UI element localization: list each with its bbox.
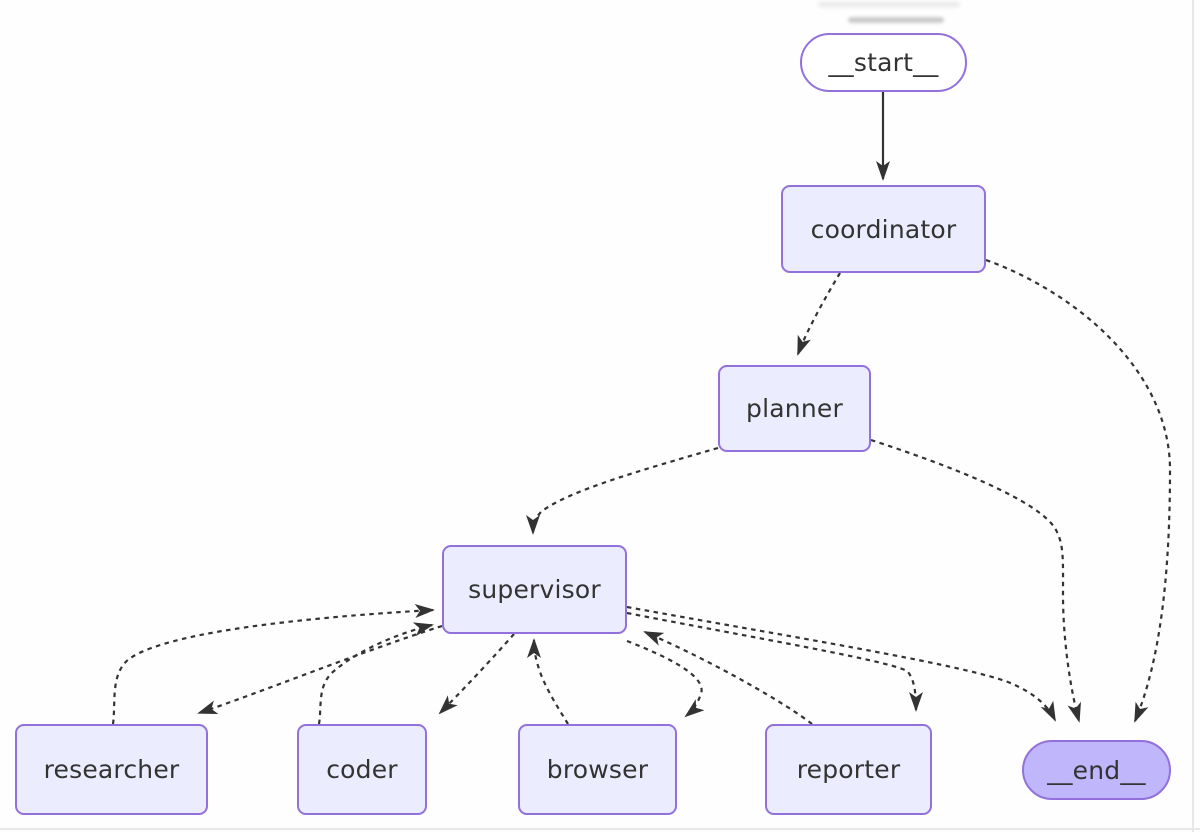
edge-supervisor-to-coder xyxy=(438,633,515,715)
node-reporter: reporter xyxy=(765,724,932,815)
edge-researcher-to-supervisor xyxy=(111,604,435,725)
edge-group xyxy=(111,92,1172,725)
node-coordinator: coordinator xyxy=(781,185,986,273)
node-supervisor: supervisor xyxy=(442,545,627,634)
node-coder: coder xyxy=(297,724,427,815)
edge-reporter-to-supervisor xyxy=(643,630,813,725)
edge-coder-to-supervisor xyxy=(317,622,434,725)
node-browser: browser xyxy=(518,724,677,815)
node-label-coordinator: coordinator xyxy=(810,214,957,244)
edge-supervisor-to-end xyxy=(626,605,1056,722)
node-end: __end__ xyxy=(1022,740,1171,800)
edge-supervisor-to-browser xyxy=(626,639,705,718)
page-edge-right xyxy=(1192,0,1194,832)
node-label-browser: browser xyxy=(546,755,649,784)
node-start: __start__ xyxy=(800,33,967,92)
edge-supervisor-to-researcher xyxy=(197,624,443,715)
node-label-start: __start__ xyxy=(828,48,939,77)
edge-browser-to-supervisor xyxy=(527,638,569,725)
edge-planner-to-end xyxy=(870,438,1081,723)
node-label-reporter: reporter xyxy=(796,755,901,784)
node-researcher: researcher xyxy=(15,724,208,815)
node-label-researcher: researcher xyxy=(43,755,180,784)
clipped-top-artifact xyxy=(848,17,944,23)
edge-coordinator-to-end xyxy=(985,258,1172,723)
edge-supervisor-to-reporter xyxy=(626,611,923,712)
page-edge-bottom xyxy=(0,828,1200,830)
node-label-supervisor: supervisor xyxy=(468,575,601,604)
edge-planner-to-supervisor xyxy=(526,446,719,535)
edge-coordinator-to-planner xyxy=(796,272,841,356)
node-planner: planner xyxy=(718,365,871,452)
node-label-coder: coder xyxy=(326,755,398,784)
node-label-end: __end__ xyxy=(1047,755,1146,785)
clipped-top-artifact xyxy=(818,2,960,7)
node-label-planner: planner xyxy=(746,394,843,423)
